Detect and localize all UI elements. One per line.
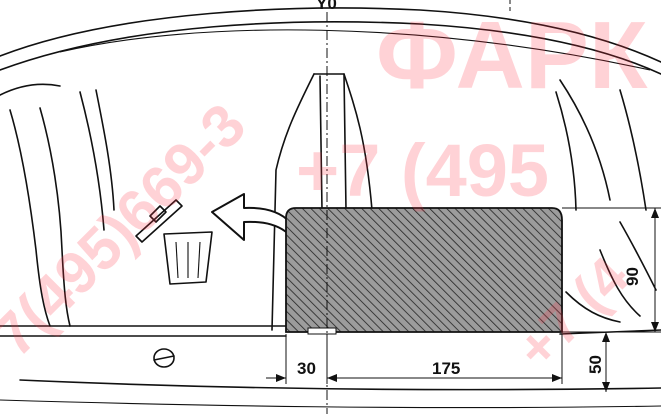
center-pillar [271, 73, 373, 331]
left-side-contours [0, 83, 115, 327]
watermark-phone-large: +7 (495 [296, 129, 549, 212]
dimension-height: 90 [623, 267, 642, 286]
right-side-contours [555, 79, 657, 323]
watermark-phone-diagonal: 7(495)669-3 [0, 91, 258, 370]
dimension-width: 175 [432, 359, 460, 378]
dimension-bottom: 50 [586, 355, 605, 374]
dimension-offset: 30 [297, 359, 316, 378]
fastener-symbol [153, 348, 175, 368]
trash-bin-icon [135, 199, 213, 285]
dimension-lines [266, 207, 661, 392]
watermark-brand: ФАРК [376, 2, 648, 109]
axis-label: Y0 [316, 0, 337, 13]
floor-lines [0, 325, 661, 409]
roof-lines [0, 7, 661, 75]
